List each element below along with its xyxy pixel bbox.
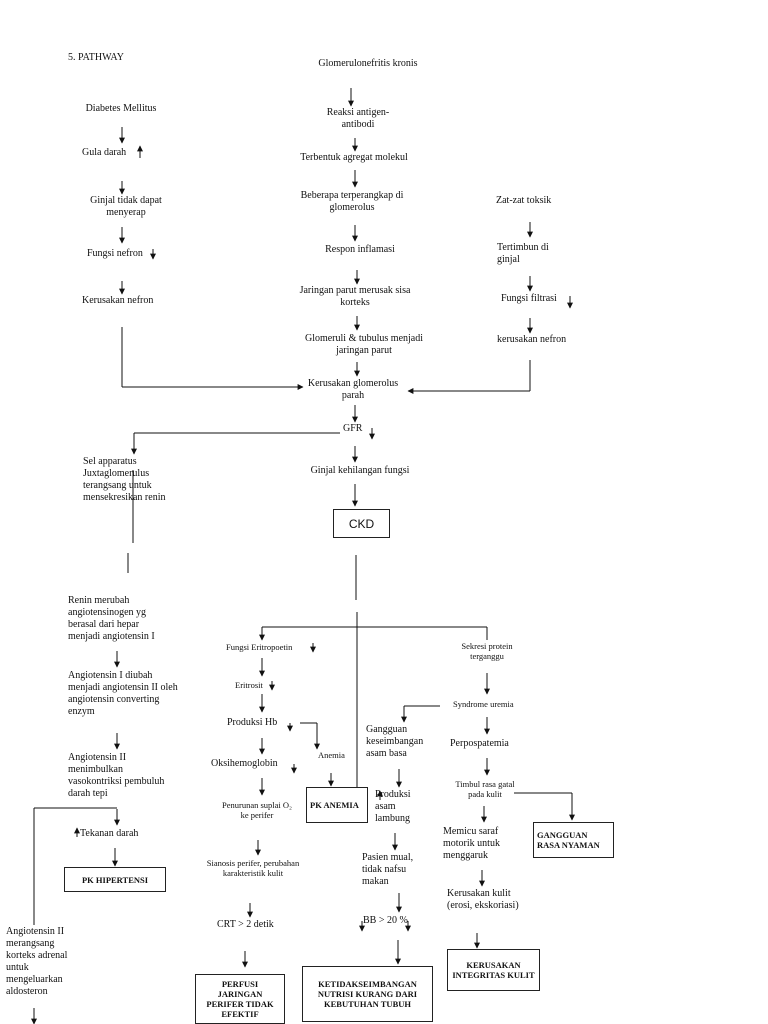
gfr-node: GFR — [343, 423, 363, 434]
fungsi-filtrasi-node: Fungsi filtrasi — [501, 293, 557, 304]
rasa-gatal-node: Timbul rasa gatal pada kulit — [455, 779, 515, 799]
glomerulonefritis-node: Glomerulonefritis kronis — [318, 58, 418, 69]
terperangkap-node: Beberapa terperangkap di glomerolus — [300, 190, 404, 213]
oksihemoglobin-node: Oksihemoglobin — [211, 758, 278, 769]
jaringan-parut-node: Jaringan parut merusak sisa korteks — [299, 285, 411, 308]
respon-inflamasi-node: Respon inflamasi — [325, 244, 395, 255]
angiotensin-adrenal-node: Angiotensin II merangsang korteks adrena… — [6, 926, 68, 997]
agregat-molekul-node: Terbentuk agregat molekul — [300, 152, 408, 163]
bb-node: BB > 20 % — [363, 915, 408, 926]
tekanan-darah-node: Tekanan darah — [80, 828, 139, 839]
tertimbun-node: Tertimbun di ginjal — [497, 242, 549, 265]
angiotensin-ii-node: Angiotensin II menimbulkan vasokontriksi… — [68, 752, 165, 799]
fungsi-eritropoetin-node: Fungsi Eritropoetin — [226, 642, 293, 652]
section-heading: 5. PATHWAY — [68, 52, 124, 63]
diabetes-mellitus-node: Diabetes Mellitus — [85, 103, 157, 114]
memicu-saraf-node: Memicu saraf motorik untuk menggaruk — [443, 826, 500, 861]
pk-hipertensi-box: PK HIPERTENSI — [64, 867, 166, 892]
sel-juxtaglomerulus-node: Sel apparatus Juxtaglomerulus terangsang… — [83, 456, 166, 503]
gangguan-asam-basa-node: Gangguan keseimbangan asam basa — [366, 724, 424, 759]
glomeruli-tubulus-node: Glomeruli & tubulus menjadi jaringan par… — [304, 333, 424, 356]
sianosis-node: Sianosis perifer, perubahan karakteristi… — [206, 858, 300, 878]
integritas-kulit-box: KERUSAKAN INTEGRITAS KULIT — [447, 949, 540, 991]
kerusakan-kulit-node: Kerusakan kulit (erosi, ekskoriasi) — [447, 888, 519, 911]
penurunan-suplai-node: Penurunan suplai O₂ ke perifer — [221, 800, 292, 820]
produksi-asam-node: Produksi asam lambung — [375, 789, 411, 824]
fungsi-nefron-node: Fungsi nefron — [87, 248, 143, 259]
zat-toksik-node: Zat-zat toksik — [496, 195, 552, 206]
syndrome-uremia-node: Syndrome uremia — [453, 699, 514, 709]
reaksi-antigen-node: Reaksi antigen-antibodi — [326, 107, 390, 130]
pk-anemia-box: PK ANEMIA — [306, 787, 368, 823]
renin-merubah-node: Renin merubah angiotensinogen yg berasal… — [68, 595, 155, 642]
kerusakan-glomerolus-node: Kerusakan glomerolus parah — [307, 378, 399, 401]
kerusakan-nefron-right-node: kerusakan nefron — [497, 334, 567, 345]
perpospatemia-node: Perpospatemia — [450, 738, 509, 749]
angiotensin-i-node: Angiotensin I diubah menjadi angiotensin… — [68, 670, 178, 717]
perfusi-box: PERFUSI JARINGAN PERIFER TIDAK EFEKTIF — [195, 974, 285, 1024]
nutrisi-box: KETIDAKSEIMBANGAN NUTRISI KURANG DARI KE… — [302, 966, 433, 1022]
anemia-node: Anemia — [318, 750, 345, 760]
ckd-box: CKD — [333, 509, 390, 538]
pasien-mual-node: Pasien mual, tidak nafsu makan — [362, 852, 414, 887]
ginjal-tidak-menyerap-node: Ginjal tidak dapat menyerap — [90, 195, 162, 218]
gangguan-rasa-nyaman-box: GANGGUAN RASA NYAMAN — [533, 822, 614, 858]
sekresi-protein-node: Sekresi protein terganggu — [461, 641, 513, 661]
produksi-hb-node: Produksi Hb — [227, 717, 278, 728]
eritrosit-node: Eritrosit — [235, 680, 263, 690]
gula-darah-node: Gula darah — [82, 147, 127, 158]
crt-node: CRT > 2 detik — [217, 919, 274, 930]
kerusakan-nefron-left-node: Kerusakan nefron — [82, 295, 154, 306]
ginjal-kehilangan-node: Ginjal kehilangan fungsi — [310, 465, 410, 476]
